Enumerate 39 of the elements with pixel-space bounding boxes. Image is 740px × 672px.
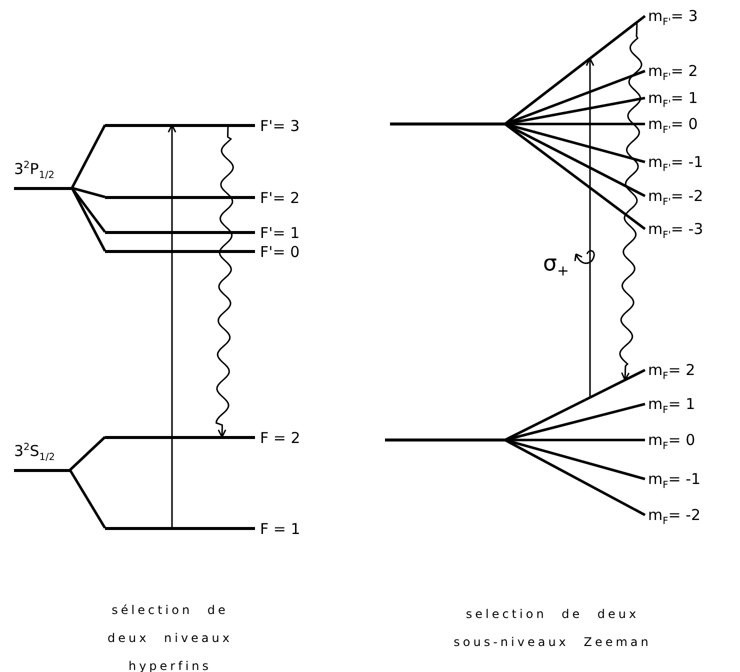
level-label: m$_{F}$= -1 xyxy=(648,470,701,488)
level-label: m$_{F}$= -2 xyxy=(648,506,701,524)
connector-line xyxy=(70,124,106,189)
caption-text: selection de deux sous-niveaux Zeeman xyxy=(452,606,652,651)
level-label: F = 1 xyxy=(260,520,300,538)
level-label: F'= 3 xyxy=(260,116,300,134)
connector-line xyxy=(504,438,646,516)
arrow xyxy=(586,58,594,398)
arrow xyxy=(168,124,176,528)
level-label: 3$^{2}$S$_{1/2}$ xyxy=(14,440,56,464)
level-label: m$_{F'}$= -3 xyxy=(648,220,704,238)
level-label: m$_{F'}$= 1 xyxy=(648,89,698,107)
wavy-arrow xyxy=(216,124,234,438)
level-label: m$_{F'}$= -1 xyxy=(648,153,704,171)
level-label: F'= 2 xyxy=(260,188,300,206)
connector-line xyxy=(69,436,106,471)
level-label: m$_{F}$= 2 xyxy=(648,361,696,379)
connector-line xyxy=(72,186,106,198)
connector-line xyxy=(504,122,646,230)
connector-line xyxy=(70,187,106,252)
level-line xyxy=(385,438,505,442)
connector-line xyxy=(504,438,646,480)
level-label: m$_{F}$= 1 xyxy=(648,395,696,413)
connector-line xyxy=(68,469,106,529)
level-label: 3$^{2}$P$_{1/2}$ xyxy=(14,158,56,182)
level-label: F'= 0 xyxy=(260,242,300,260)
connector-line xyxy=(504,122,646,198)
level-label: m$_{F'}$= 3 xyxy=(648,7,698,25)
connector-line xyxy=(504,402,646,442)
level-label: m$_{F}$= 0 xyxy=(648,431,696,449)
level-line xyxy=(390,122,505,126)
level-label: F'= 1 xyxy=(260,224,300,242)
level-label: m$_{F'}$= 2 xyxy=(648,62,698,80)
level-label: F = 2 xyxy=(260,428,300,446)
level-label: m$_{F'}$= -2 xyxy=(648,187,704,205)
connector-line xyxy=(504,398,586,442)
connector-line xyxy=(504,61,586,126)
wavy-arrow xyxy=(619,22,642,381)
level-label: m$_{F'}$= 0 xyxy=(648,115,698,133)
